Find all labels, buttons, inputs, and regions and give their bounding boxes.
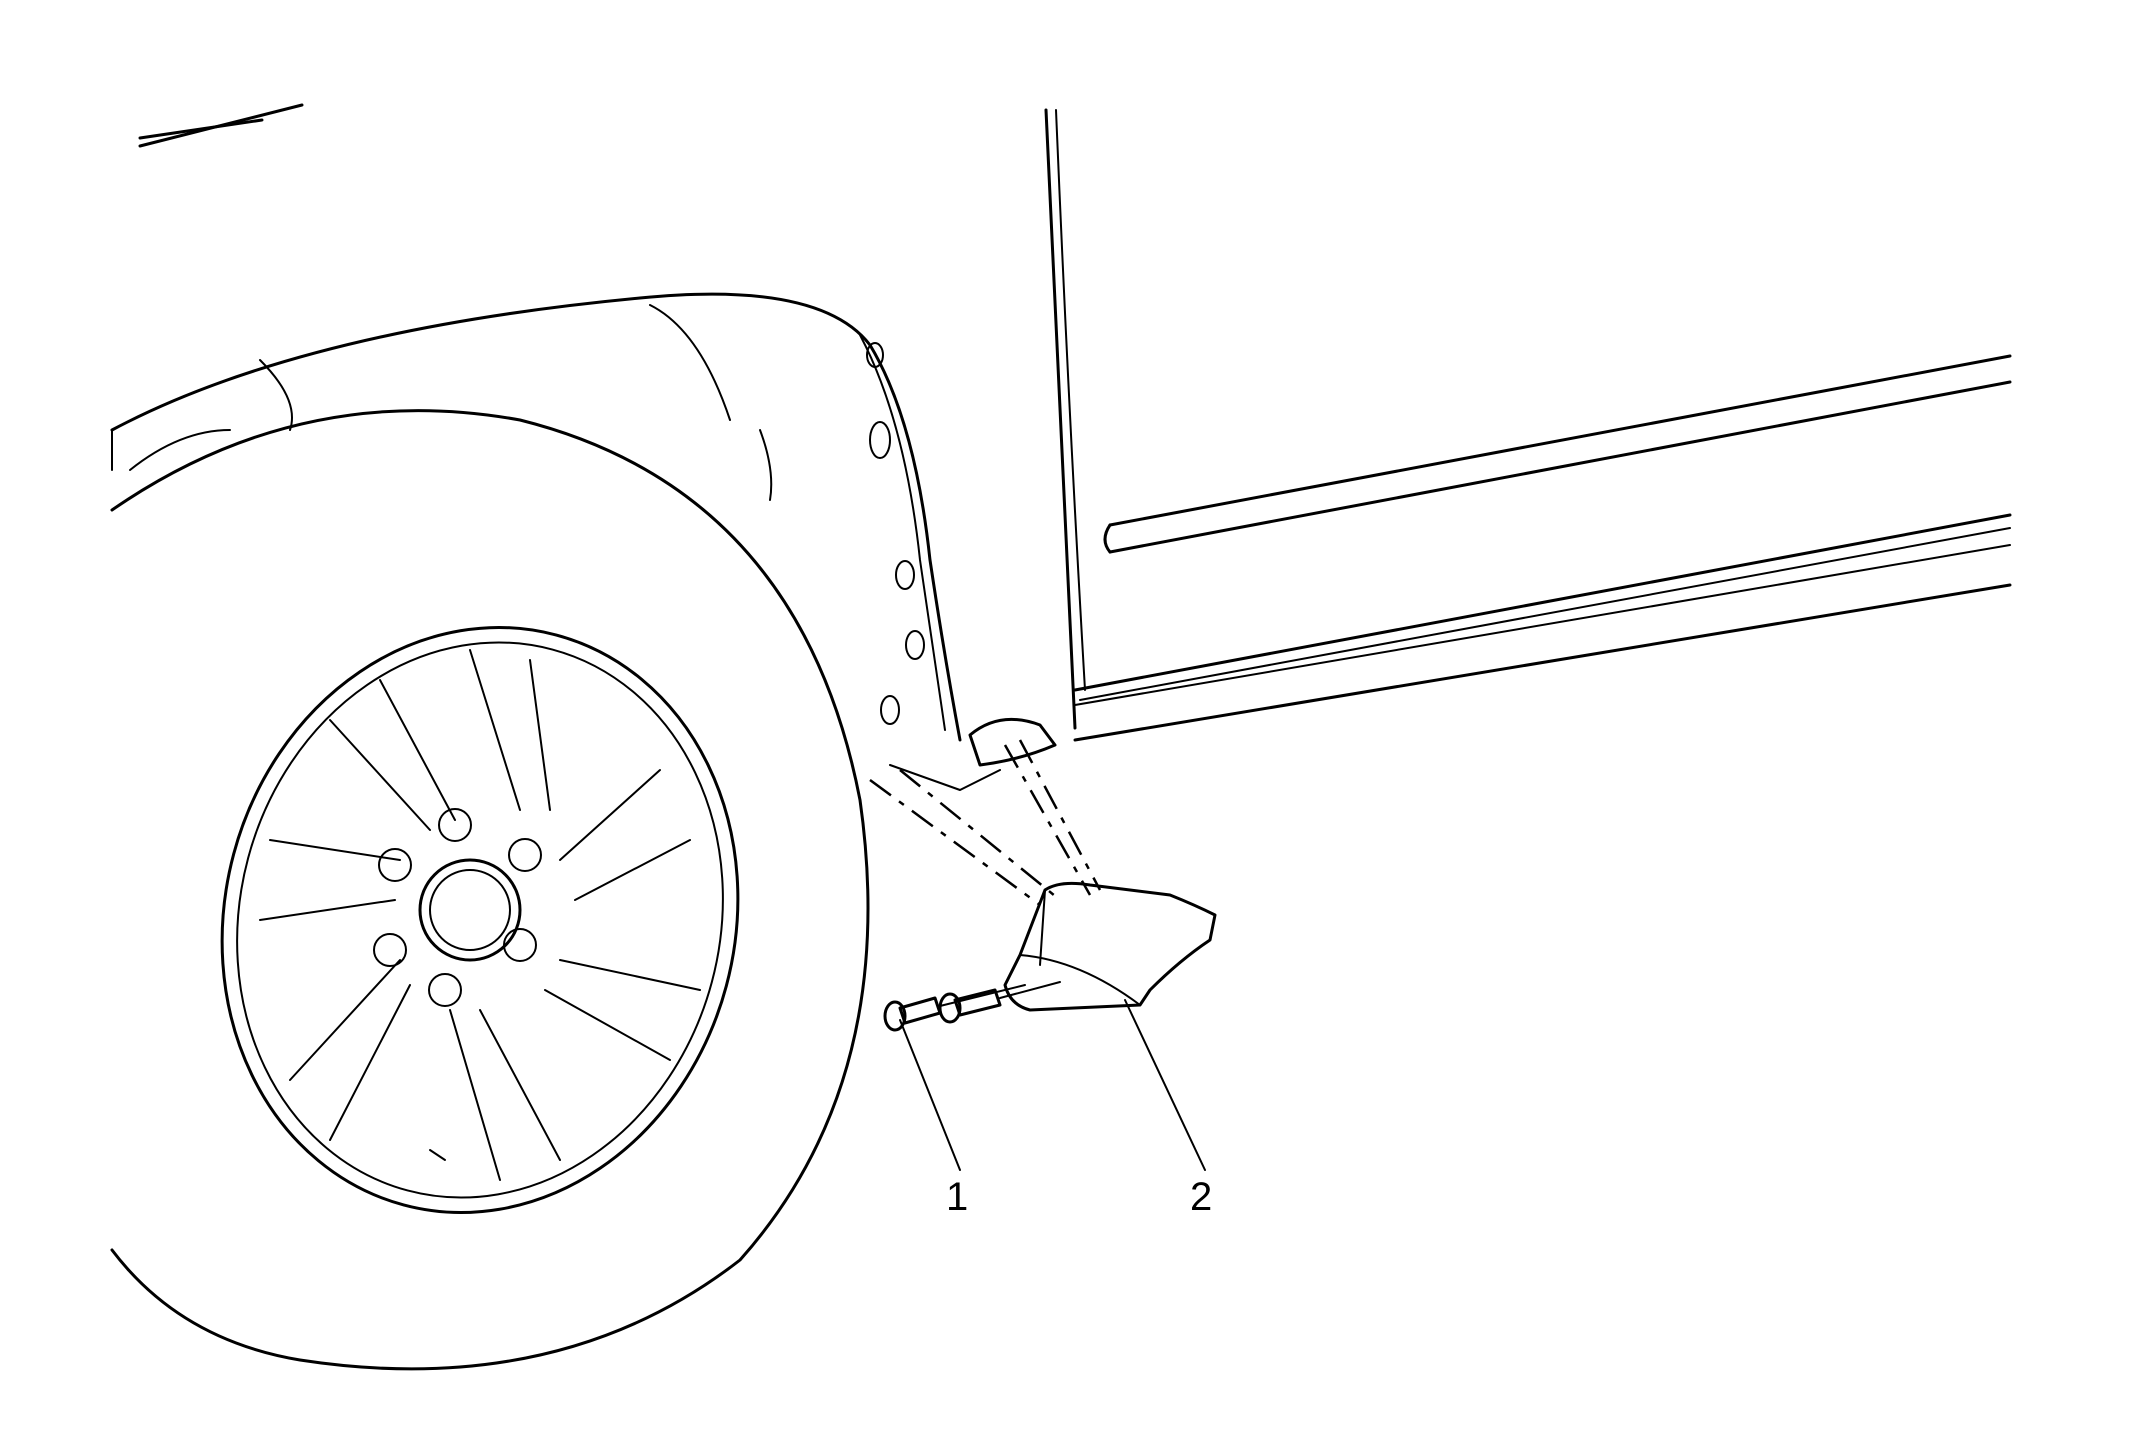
fasteners <box>883 981 1061 1032</box>
callout-1: 1 <box>946 1175 968 1219</box>
hood-lines <box>138 103 304 148</box>
tire <box>110 409 870 1371</box>
wheel-rim <box>220 626 740 1214</box>
mounting-bracket <box>889 717 1057 791</box>
fender <box>110 292 962 742</box>
callout-2: 2 <box>1190 1175 1212 1219</box>
alignment-lines <box>869 739 1102 907</box>
mud-flap <box>1003 881 1217 1012</box>
door-panel <box>1044 108 2012 742</box>
leader-lines <box>899 999 1206 1171</box>
